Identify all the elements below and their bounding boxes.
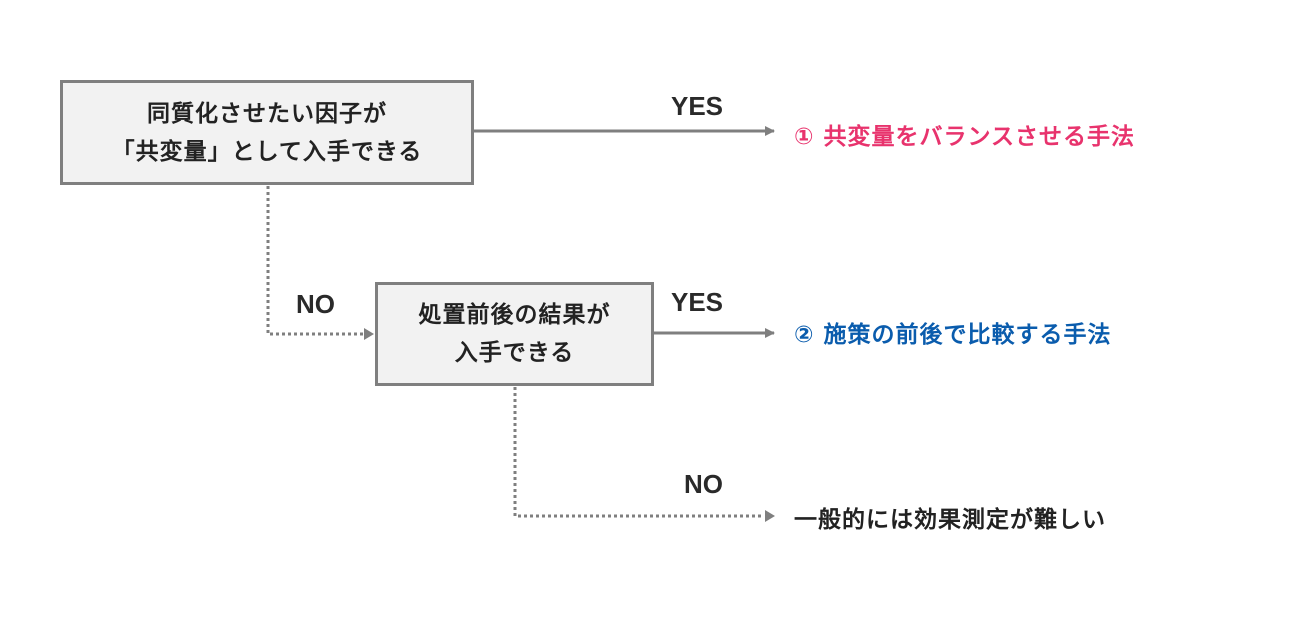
yes-label-2: YES	[671, 287, 724, 317]
decision-2-line-2: 入手できる	[454, 340, 575, 366]
decision-1-line-2: 「共変量」として入手できる	[111, 138, 423, 165]
no-connector-1	[266, 186, 363, 336]
outcome-before-after-comparison: ② 施策の前後で比較する手法	[794, 322, 1112, 348]
decision-2-line-1: 処置前後の結果が	[418, 302, 611, 328]
no-connector-2	[513, 387, 764, 518]
yes-label-1: YES	[671, 91, 724, 121]
decision-1-line-1: 同質化させたい因子が	[147, 100, 387, 127]
no-arrowhead-1	[364, 328, 374, 340]
outcome-covariate-balancing: ① 共変量をバランスさせる手法	[794, 124, 1136, 150]
outcome-difficult: 一般的には効果測定が難しい	[794, 507, 1106, 533]
decision-box-covariate: 同質化させたい因子が 「共変量」として入手できる	[60, 80, 474, 185]
no-arrowhead-2	[765, 510, 775, 522]
no-label-1: NO	[296, 289, 335, 319]
decision-box-before-after: 処置前後の結果が 入手できる	[375, 282, 654, 386]
no-label-2: NO	[684, 469, 723, 499]
